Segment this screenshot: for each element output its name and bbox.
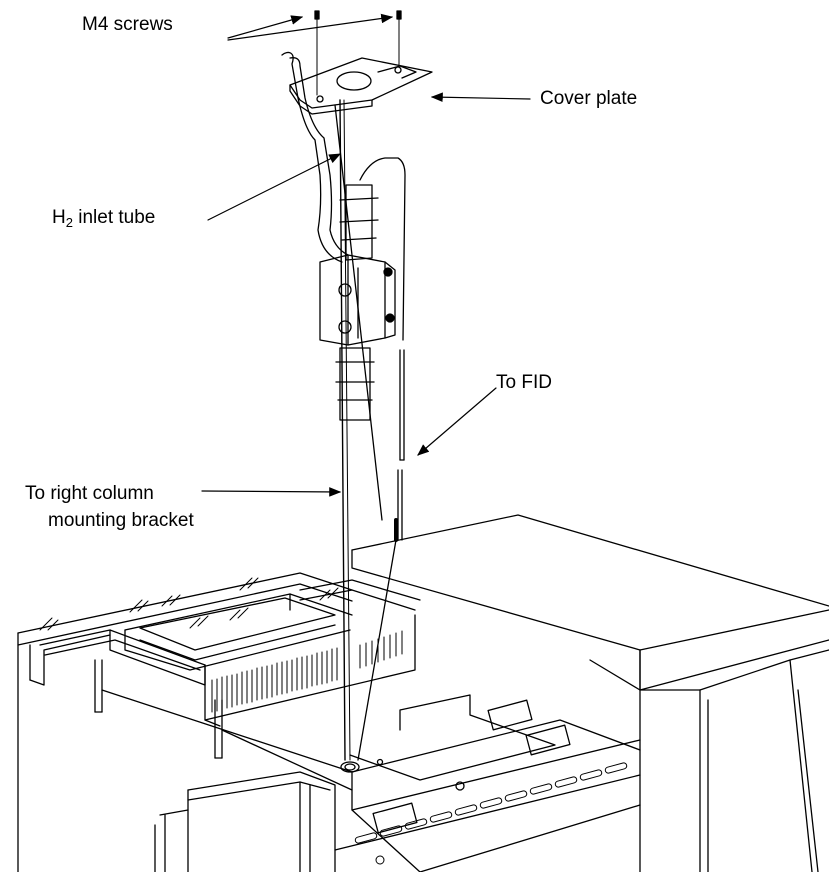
leader-m4-left [227, 15, 304, 39]
front-box [154, 771, 336, 873]
glass-reflections [39, 577, 339, 631]
label-m4-screws: M4 screws [82, 14, 173, 35]
label-h2-inlet-tube: H2 inlet tube [52, 206, 155, 235]
leader-m4-right [227, 13, 394, 41]
inlet-tray [17, 572, 421, 873]
label-to-fid: To FID [496, 372, 552, 393]
label-h2-prefix: H [52, 207, 66, 228]
leader-h2-inlet [207, 153, 342, 221]
label-right-column-line1: To right column [25, 483, 154, 504]
label-cover-plate: Cover plate [540, 88, 638, 109]
vent-slots [211, 630, 403, 713]
leader-right-column [201, 487, 342, 497]
label-h2-suffix: inlet tube [72, 207, 156, 228]
top-plate [334, 694, 641, 873]
leader-lines [201, 13, 531, 497]
inlet-assembly [281, 10, 433, 761]
cover-plate-shape [289, 57, 433, 109]
leader-to-fid [417, 387, 497, 456]
leader-cover-plate [430, 92, 531, 103]
label-right-column-line2: mounting bracket [48, 510, 194, 531]
plate-slots [354, 762, 628, 865]
label-h2-subscript: 2 [65, 215, 73, 230]
gc-housing [351, 514, 829, 873]
